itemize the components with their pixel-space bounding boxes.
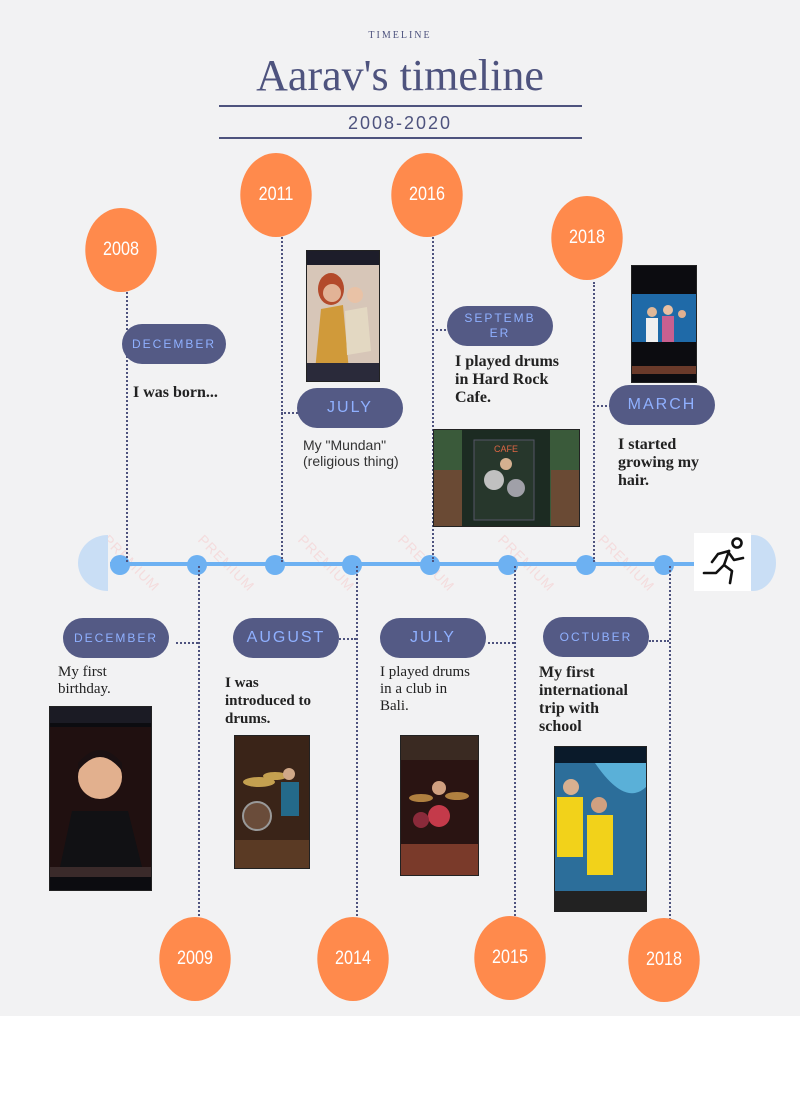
connector-line	[281, 412, 301, 414]
connector-line	[281, 234, 283, 562]
event-photo	[631, 265, 697, 383]
connector-line	[126, 292, 128, 562]
axis-dot	[576, 555, 596, 575]
axis-dot	[265, 555, 285, 575]
year-badge: 2011	[240, 153, 312, 237]
timeline-canvas: TIMELINE Aarav's timeline 2008-2020 PREM…	[0, 0, 800, 1016]
event-photo	[234, 735, 310, 869]
axis-dot	[498, 555, 518, 575]
event-text: I played drums in Hard Rock Cafe.	[455, 353, 560, 406]
event-text: My "Mundan" (religious thing)	[303, 437, 399, 469]
svg-text:CAFE: CAFE	[494, 444, 518, 454]
connector-line	[432, 329, 450, 331]
month-pill: DECEMBER	[63, 618, 169, 658]
axis-dot	[420, 555, 440, 575]
connector-line	[669, 566, 671, 924]
year-badge: 2008	[85, 208, 157, 292]
event-photo	[306, 250, 380, 382]
running-person-icon	[694, 533, 751, 591]
event-photo	[554, 746, 647, 912]
event-text: I was introduced to drums.	[225, 675, 311, 727]
connector-line	[176, 642, 198, 644]
connector-line	[198, 566, 200, 924]
month-pill: OCTUBER	[543, 617, 649, 657]
year-badge: 2009	[159, 917, 231, 1001]
header-kicker: TIMELINE	[368, 30, 432, 41]
year-badge: 2015	[474, 916, 546, 1000]
event-text: I was born...	[133, 384, 218, 401]
axis-dot	[342, 555, 362, 575]
axis-dot	[187, 555, 207, 575]
connector-line	[336, 638, 356, 640]
event-text: My first birthday.	[58, 664, 111, 697]
month-pill: AUGUST	[233, 618, 339, 658]
year-badge: 2018	[628, 918, 700, 1002]
connector-line	[356, 566, 358, 924]
connector-line	[488, 642, 514, 644]
connector-line	[593, 405, 611, 407]
axis-dot	[110, 555, 130, 575]
event-text: My first international trip with school	[539, 664, 628, 735]
page-title: Aarav's timeline	[256, 51, 544, 100]
event-photo	[400, 735, 479, 876]
month-pill: JULY	[380, 618, 486, 658]
month-pill: SEPTEMBER	[447, 306, 553, 346]
timeline-axis	[110, 562, 708, 566]
connector-line	[593, 282, 595, 562]
event-photo	[49, 706, 152, 891]
event-text: I played drums in a club in Bali.	[380, 664, 470, 714]
event-text: I started growing my hair.	[618, 436, 700, 489]
month-pill: JULY	[297, 388, 403, 428]
axis-dot	[654, 555, 674, 575]
event-photo: CAFE	[433, 429, 580, 527]
connector-line	[514, 566, 516, 924]
month-pill: MARCH	[609, 385, 715, 425]
title-rule-top	[219, 105, 582, 107]
title-rule-bottom	[219, 137, 582, 139]
year-badge: 2016	[391, 153, 463, 237]
month-pill: DECEMBER	[122, 324, 226, 364]
year-badge: 2014	[317, 917, 389, 1001]
date-range: 2008-2020	[347, 113, 453, 133]
connector-line	[649, 640, 669, 642]
year-badge: 2018	[551, 196, 623, 280]
connector-line	[432, 234, 434, 562]
